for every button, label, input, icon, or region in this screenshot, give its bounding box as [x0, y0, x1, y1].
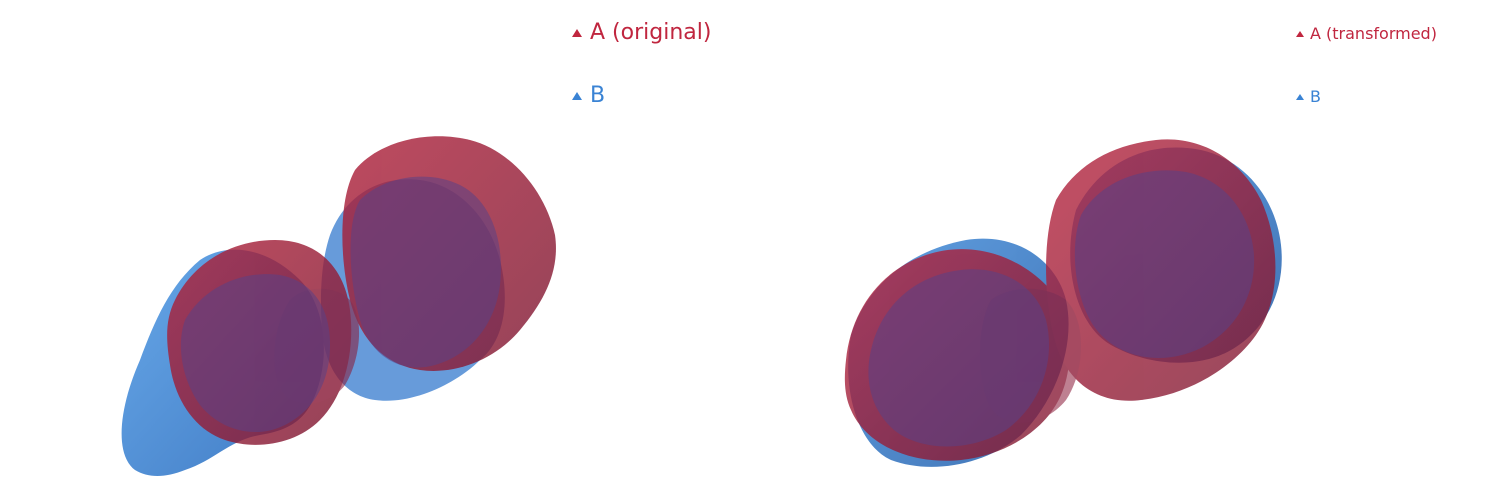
render-panel-original: A (original) B [121, 22, 711, 476]
legend-entry-b: B [572, 85, 605, 107]
legend-label: A (transformed) [1310, 24, 1437, 43]
legend-label: B [590, 83, 606, 108]
triangle-up-icon [572, 92, 582, 100]
legend-entry-b: B [1296, 89, 1321, 105]
legend-label: A (original) [590, 20, 712, 45]
triangle-up-icon [1296, 31, 1304, 37]
legend-label: B [1310, 87, 1321, 106]
triangle-up-icon [572, 29, 582, 37]
triangle-up-icon [1296, 94, 1304, 100]
render-panel-transformed: A (transformed) B [746, 0, 1492, 496]
surface-overlap [180, 176, 501, 433]
legend-entry-a-transformed: A (transformed) [1296, 26, 1437, 42]
legend-entry-a-original: A (original) [572, 22, 711, 44]
surface-overlap [868, 170, 1255, 447]
molecular-surface-render-transformed [844, 139, 1282, 467]
molecular-surface-render-original [121, 136, 556, 476]
